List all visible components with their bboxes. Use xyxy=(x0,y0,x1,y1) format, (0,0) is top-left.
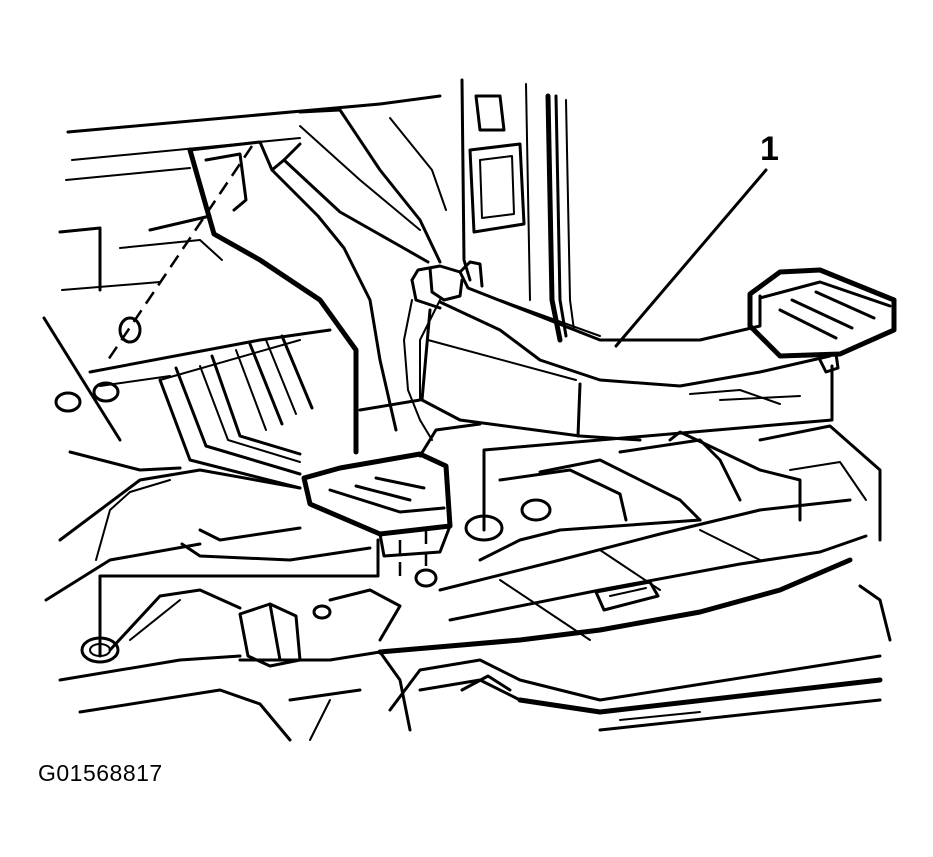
brake-pedal-pad xyxy=(747,267,897,374)
pedal-bracket xyxy=(158,140,398,490)
pillar xyxy=(460,78,575,343)
left-body-panel xyxy=(42,145,332,442)
figure-id-label: G01568817 xyxy=(38,760,163,786)
bracket-foot xyxy=(301,422,482,558)
callout-1: 1 xyxy=(614,130,779,348)
floor-panel xyxy=(44,389,882,655)
bottom-crossmember xyxy=(388,584,892,732)
pedal-support xyxy=(358,308,642,442)
fastener-leaders xyxy=(98,364,834,658)
callout-1-leader xyxy=(614,168,768,348)
lower-floor xyxy=(58,588,412,742)
callout-1-label: 1 xyxy=(760,130,779,168)
upper-brace xyxy=(282,108,447,264)
brake-pedal-arm xyxy=(410,260,832,388)
brake-line xyxy=(95,299,441,561)
dash-panel-edge xyxy=(65,94,442,181)
